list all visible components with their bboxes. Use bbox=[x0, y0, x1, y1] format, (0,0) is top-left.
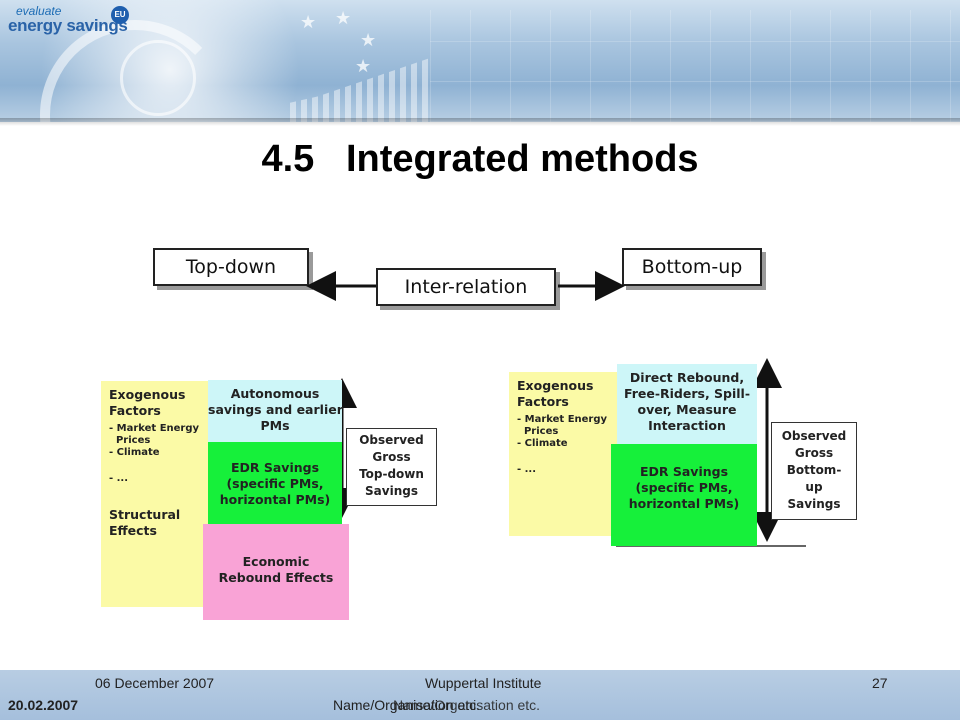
header-banner: ★ ★ ★ ★ evaluate energy savings EU bbox=[0, 0, 960, 122]
exogenous-items-right: - Market Energy Prices - Climate bbox=[517, 414, 608, 449]
footer-org-bottom: Name/Organisation etc. bbox=[333, 697, 481, 713]
edr-savings-block: EDR Savings (specific PMs, horizontal PM… bbox=[208, 442, 342, 524]
direct-rebound-label: Direct Rebound, Free-Riders, Spill- over… bbox=[623, 370, 751, 433]
exogenous-title: Exogenous Factors bbox=[109, 387, 186, 418]
logo-line1: evaluate bbox=[16, 4, 62, 18]
slide-footer: 06 December 2007 20.02.2007 Wuppertal In… bbox=[0, 670, 960, 720]
structural-effects: Structural Effects bbox=[109, 507, 181, 538]
bottom-up-box: Bottom-up bbox=[622, 248, 762, 286]
logo-line2: energy savings bbox=[8, 16, 128, 35]
edr-savings-label-right: EDR Savings (specific PMs, horizontal PM… bbox=[628, 464, 740, 511]
exogenous-factors-block: Exogenous Factors - Market Energy Prices… bbox=[101, 381, 208, 607]
eu-star-icon: ★ bbox=[360, 30, 377, 50]
autonomous-savings-label: Autonomous savings and earlier PMs bbox=[208, 386, 343, 433]
eu-star-icon: ★ bbox=[335, 8, 352, 28]
direct-rebound-block: Direct Rebound, Free-Riders, Spill- over… bbox=[617, 364, 757, 444]
exogenous-factors-block-right: Exogenous Factors - Market Energy Prices… bbox=[509, 372, 617, 536]
slide-title: 4.5 Integrated methods bbox=[261, 138, 699, 180]
eu-star-icon: ★ bbox=[355, 56, 372, 76]
eu-star-icon: ★ bbox=[300, 12, 317, 32]
economic-rebound-label: Economic Rebound Effects bbox=[218, 554, 334, 585]
eu-badge-icon: EU bbox=[111, 6, 129, 24]
exogenous-more: - ... bbox=[109, 473, 129, 484]
economic-rebound-block: Economic Rebound Effects bbox=[203, 524, 349, 620]
footer-org-bottom-overlap: Name/Organisation etc. bbox=[393, 697, 541, 713]
tile-pattern-graphic bbox=[430, 10, 960, 122]
banner-shadow bbox=[0, 118, 960, 126]
exogenous-title-right: Exogenous Factors bbox=[517, 378, 594, 409]
footer-page-number: 27 bbox=[872, 675, 888, 691]
gauge-ring-graphic bbox=[120, 40, 196, 116]
observed-top-down-box: Observed Gross Top-down Savings bbox=[346, 428, 437, 506]
top-down-box: Top-down bbox=[153, 248, 309, 286]
autonomous-savings-block: Autonomous savings and earlier PMs bbox=[208, 380, 343, 442]
edr-savings-label: EDR Savings (specific PMs, horizontal PM… bbox=[219, 460, 331, 507]
footer-date-bottom: 20.02.2007 bbox=[8, 697, 79, 713]
inter-relation-box: Inter-relation bbox=[376, 268, 556, 306]
edr-savings-block-right: EDR Savings (specific PMs, horizontal PM… bbox=[611, 444, 757, 546]
footer-org-top: Wuppertal Institute bbox=[425, 675, 542, 691]
footer-date-top: 06 December 2007 bbox=[95, 675, 215, 691]
observed-bottom-up-box: Observed Gross Bottom- up Savings bbox=[771, 422, 857, 520]
exogenous-items: - Market Energy Prices - Climate bbox=[109, 423, 200, 458]
logo: evaluate energy savings EU bbox=[8, 4, 129, 38]
exogenous-more-right: - ... bbox=[517, 464, 537, 475]
